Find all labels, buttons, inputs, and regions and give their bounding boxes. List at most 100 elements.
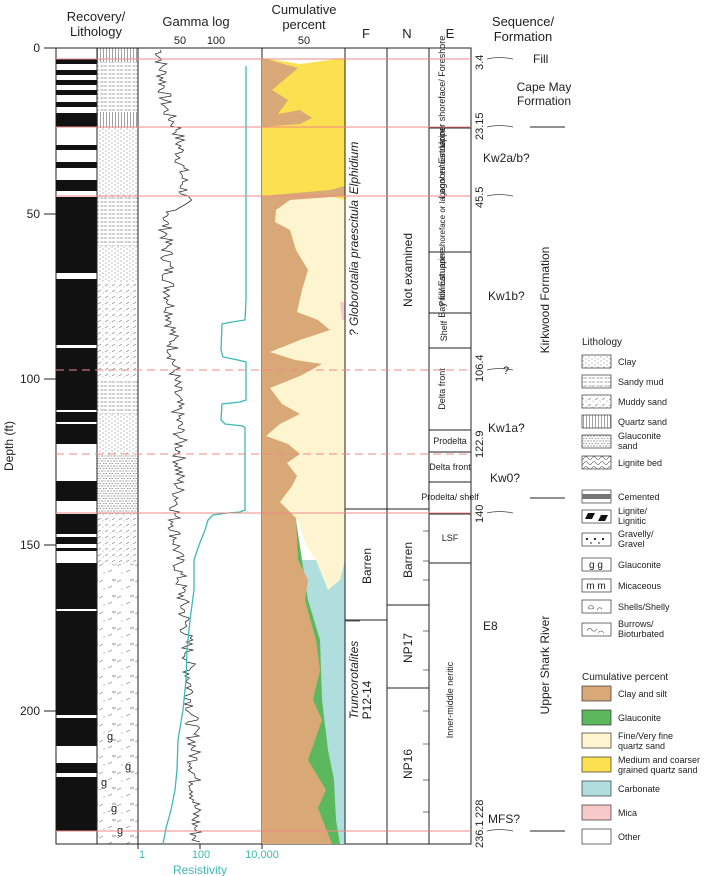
- res-tick-10000: 10,000: [245, 849, 279, 861]
- depth-label-122-9: 122.9: [474, 430, 486, 458]
- legend-mica: Mica: [618, 808, 637, 818]
- legend-other: Other: [618, 832, 641, 842]
- swatch-mica: [581, 804, 612, 821]
- lithology-legend-title: Lithology: [582, 337, 622, 348]
- legend-gravelly: Gravelly/Gravel: [618, 529, 654, 549]
- swatch-clay-silt: [581, 685, 612, 702]
- legend-glauconite-pct: Glauconite: [618, 713, 661, 723]
- legend-cemented: Cemented: [618, 492, 660, 502]
- n-zone-np16: NP16: [401, 749, 415, 779]
- swatch-carbonate: [581, 780, 612, 797]
- swatch-glauconite: [581, 709, 612, 726]
- n-column: Not examined Barren NP17 NP16: [386, 47, 430, 845]
- depth-tick-200: 200: [20, 704, 40, 718]
- env-shelf: Shelf: [439, 320, 449, 341]
- litho-glauconite-mark: g: [101, 777, 107, 789]
- depth-tick-0: 0: [33, 41, 40, 55]
- legend-quartz-sand: Quartz sand: [618, 417, 667, 427]
- seq-kw0: Kw0?: [490, 471, 520, 485]
- env-bay-fill: Bay fill/ Estuarine: [437, 248, 447, 318]
- boundary-depths: 3.4 23.15 45.5 106.4 122.9 140 228 236.1: [474, 55, 514, 848]
- f-column: Elphidium ? Globorotalia praescitula Tru…: [344, 47, 388, 845]
- depth-label-236-1: 236.1: [474, 820, 486, 848]
- depth-label-23-15: 23.15: [474, 112, 486, 140]
- depth-axis-label: Depth (ft): [2, 421, 16, 471]
- seq-question: ?: [503, 365, 509, 377]
- gamma-log-column: [137, 47, 263, 845]
- sequence-boundaries: [56, 58, 471, 832]
- depth-label-3-4: 3.4: [474, 55, 486, 70]
- column-headers: Recovery/ Lithology Gamma log Cumulative…: [67, 2, 555, 47]
- litho-glauconite-mark: g: [125, 761, 131, 773]
- header-formation: Formation: [494, 29, 553, 44]
- cumulative-percent-legend: Cumulative percent Clay and silt Glaucon…: [581, 672, 700, 845]
- f-zone-p12-14: P12-14: [360, 680, 374, 719]
- gamma-log-curve: [153, 49, 203, 843]
- litho-glauconite-mark: g: [107, 731, 113, 743]
- burrow-icon: [586, 627, 605, 634]
- shell-icon: [587, 605, 603, 611]
- env-delta-front-2: Delta front: [429, 462, 471, 472]
- header-recovery: Recovery/: [67, 9, 126, 24]
- litho-glauconite-mark: g: [111, 803, 117, 815]
- micaceous-symbol: m m: [586, 581, 605, 592]
- res-axis-label: Resistivity: [173, 863, 227, 876]
- n-zone-np17: NP17: [401, 633, 415, 663]
- env-lsf: LSF: [442, 533, 459, 543]
- swatch-other: [581, 828, 612, 845]
- n-zone-barren: Barren: [401, 542, 415, 578]
- depth-label-228: 228: [474, 800, 486, 818]
- depth-axis: Depth (ft) 0 50 100 150 200: [2, 41, 56, 718]
- seq-kw1a: Kw1a?: [488, 421, 525, 435]
- env-proximal-upper-shoreface: Proximal upper shoreface or lagoon/ estu…: [438, 141, 447, 306]
- cum-legend-title: Cumulative percent: [582, 672, 668, 683]
- depth-tick-150: 150: [20, 538, 40, 552]
- legend-lignite-bed: Lignite bed: [618, 458, 662, 468]
- header-cumulative: Cumulative: [271, 2, 336, 17]
- seq-kw1b: Kw1b?: [488, 289, 525, 303]
- gamma-tick-50: 50: [174, 35, 186, 47]
- header-e: E: [446, 26, 455, 41]
- env-lagoon-estuarine: Lagoon/ Estuarine: [437, 125, 447, 198]
- legend-micaceous: Micaceous: [618, 581, 662, 591]
- header-sequence: Sequence/: [492, 14, 555, 29]
- formation-upper-shark-river: Upper Shark River: [538, 616, 552, 715]
- depth-tick-50: 50: [27, 207, 41, 221]
- header-gamma-log: Gamma log: [162, 14, 229, 29]
- seq-fill: Fill: [533, 52, 548, 66]
- header-f: F: [362, 26, 370, 41]
- depth-label-45-5: 45.5: [474, 187, 486, 208]
- n-zone-not-examined: Not examined: [401, 233, 415, 307]
- resistivity-axis: 1 100 10,000 Resistivity: [137, 844, 279, 876]
- foram-elphidium: Elphidium: [347, 142, 361, 195]
- legend-shells: Shells/Shelly: [618, 602, 670, 612]
- depth-tick-100: 100: [20, 372, 40, 386]
- env-delta-front: Delta front: [437, 368, 447, 410]
- swatch-medium-sand: [581, 756, 612, 773]
- res-tick-100: 100: [192, 849, 210, 861]
- env-prodelta: Prodelta: [433, 436, 467, 446]
- lithology-column: g g g g g: [96, 47, 139, 845]
- seq-kw2ab: Kw2a/b?: [483, 151, 530, 165]
- depth-label-140: 140: [474, 505, 486, 523]
- env-upper-shoreface: Upper shoreface/ Foreshore: [437, 36, 447, 149]
- header-lithology: Lithology: [70, 24, 123, 39]
- header-n: N: [402, 26, 411, 41]
- res-tick-1: 1: [139, 849, 145, 861]
- seq-e8: E8: [483, 619, 498, 633]
- legend-glauconite: Glauconite: [618, 560, 661, 570]
- env-inner-middle-neritic: Inner-middle neritic: [445, 661, 455, 738]
- legend-burrows: Burrows/Bioturbated: [618, 619, 664, 639]
- depth-label-106-4: 106.4: [474, 354, 486, 382]
- legend-carbonate: Carbonate: [618, 784, 660, 794]
- legend-clay: Clay: [618, 357, 637, 367]
- gamma-tick-100: 100: [207, 35, 225, 47]
- swatch-fine-sand: [581, 732, 612, 749]
- seq-mfs: MFS?: [488, 812, 520, 826]
